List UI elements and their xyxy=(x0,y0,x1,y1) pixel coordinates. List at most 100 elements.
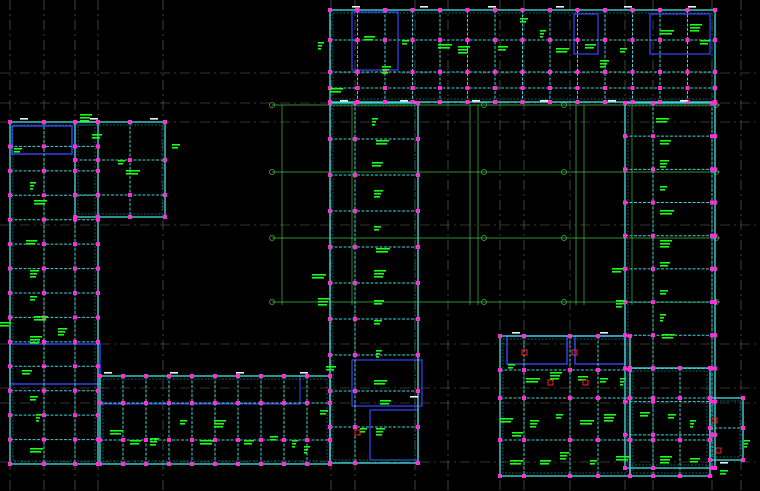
annotation-mark xyxy=(80,114,92,116)
annotation-mark xyxy=(616,306,622,308)
column-marker xyxy=(328,401,332,405)
annotation-mark xyxy=(660,30,674,32)
annotation-mark xyxy=(30,273,37,275)
column-marker xyxy=(163,215,167,219)
dimension-mark xyxy=(104,372,112,374)
annotation-mark xyxy=(130,443,139,445)
column-marker xyxy=(8,120,12,124)
annotation-mark xyxy=(326,369,334,371)
column-marker xyxy=(8,144,12,149)
annotation-mark xyxy=(580,420,594,422)
column-marker xyxy=(410,100,415,104)
column-marker xyxy=(282,374,286,378)
annotation-mark xyxy=(30,185,34,187)
annotation-mark xyxy=(600,381,606,383)
dimension-mark xyxy=(608,100,616,102)
column-marker xyxy=(8,266,12,271)
annotation-mark xyxy=(438,44,452,46)
column-marker xyxy=(121,438,125,442)
dimension-mark xyxy=(340,100,348,102)
column-marker xyxy=(630,86,635,90)
column-marker xyxy=(353,281,357,285)
axis-bubble xyxy=(269,102,275,108)
axis-bubble xyxy=(481,169,487,175)
column-marker xyxy=(353,209,357,213)
annotation-mark xyxy=(590,463,595,465)
column-marker xyxy=(603,8,607,12)
red-mark xyxy=(582,379,589,386)
annotation-mark xyxy=(374,226,381,228)
column-marker xyxy=(416,353,420,357)
annotation-mark xyxy=(656,118,669,120)
annotation-mark xyxy=(364,36,375,38)
annotation-mark xyxy=(92,134,102,136)
column-marker xyxy=(73,215,77,219)
annotation-mark xyxy=(312,274,326,276)
annotation-mark xyxy=(30,396,38,398)
annotation-mark xyxy=(530,420,539,422)
annotation-mark xyxy=(660,320,663,322)
annotation-mark xyxy=(30,296,37,298)
annotation-mark xyxy=(26,240,37,242)
annotation-mark xyxy=(458,52,467,54)
annotation-mark xyxy=(612,271,621,273)
annotation-mark xyxy=(512,432,523,434)
annotation-mark xyxy=(372,121,376,123)
annotation-mark xyxy=(500,418,513,420)
annotation-mark xyxy=(690,30,699,32)
annotation-mark xyxy=(550,378,559,380)
column-marker xyxy=(282,462,286,466)
column-marker xyxy=(259,401,263,405)
column-marker xyxy=(493,8,497,12)
column-marker xyxy=(355,86,360,90)
annotation-mark xyxy=(600,63,607,65)
column-marker xyxy=(8,217,12,222)
annotation-mark xyxy=(318,298,330,300)
annotation-mark xyxy=(110,430,123,432)
column-marker xyxy=(144,401,148,405)
annotation-mark xyxy=(326,366,336,368)
column-marker xyxy=(465,8,470,12)
dimension-mark xyxy=(540,100,548,102)
annotation-mark xyxy=(304,452,307,454)
column-marker xyxy=(128,215,132,219)
column-marker xyxy=(465,100,470,104)
column-marker xyxy=(548,100,552,104)
column-marker xyxy=(328,438,332,442)
annotation-mark xyxy=(376,251,388,253)
dimension-mark xyxy=(512,332,520,334)
column-marker xyxy=(708,426,712,430)
annotation-mark xyxy=(292,440,298,442)
column-marker xyxy=(236,374,240,378)
column-marker xyxy=(710,466,714,470)
column-marker xyxy=(355,38,360,42)
column-marker xyxy=(623,300,627,305)
annotation-mark xyxy=(660,240,672,242)
annotation-mark xyxy=(744,443,748,445)
annotation-mark xyxy=(590,460,597,462)
column-marker xyxy=(213,462,217,466)
column-marker xyxy=(144,438,148,442)
annotation-mark xyxy=(585,47,594,49)
column-marker xyxy=(658,86,662,90)
column-marker xyxy=(465,86,470,90)
column-marker xyxy=(305,462,309,466)
annotation-mark xyxy=(540,463,549,465)
column-marker xyxy=(416,173,420,177)
column-marker xyxy=(493,86,497,90)
column-marker xyxy=(710,233,714,238)
column-marker xyxy=(236,438,240,442)
column-marker xyxy=(623,432,627,437)
column-marker xyxy=(596,334,600,338)
column-marker xyxy=(73,120,77,124)
column-marker xyxy=(42,437,46,442)
axis-bubble xyxy=(561,235,567,241)
beam-inner-outline xyxy=(77,124,163,215)
column-marker xyxy=(575,100,580,104)
annotation-mark xyxy=(690,420,696,422)
column-marker xyxy=(522,368,526,372)
annotation-mark xyxy=(720,470,728,472)
annotation-mark xyxy=(374,303,382,305)
annotation-mark xyxy=(14,151,20,153)
annotation-mark xyxy=(580,423,592,425)
